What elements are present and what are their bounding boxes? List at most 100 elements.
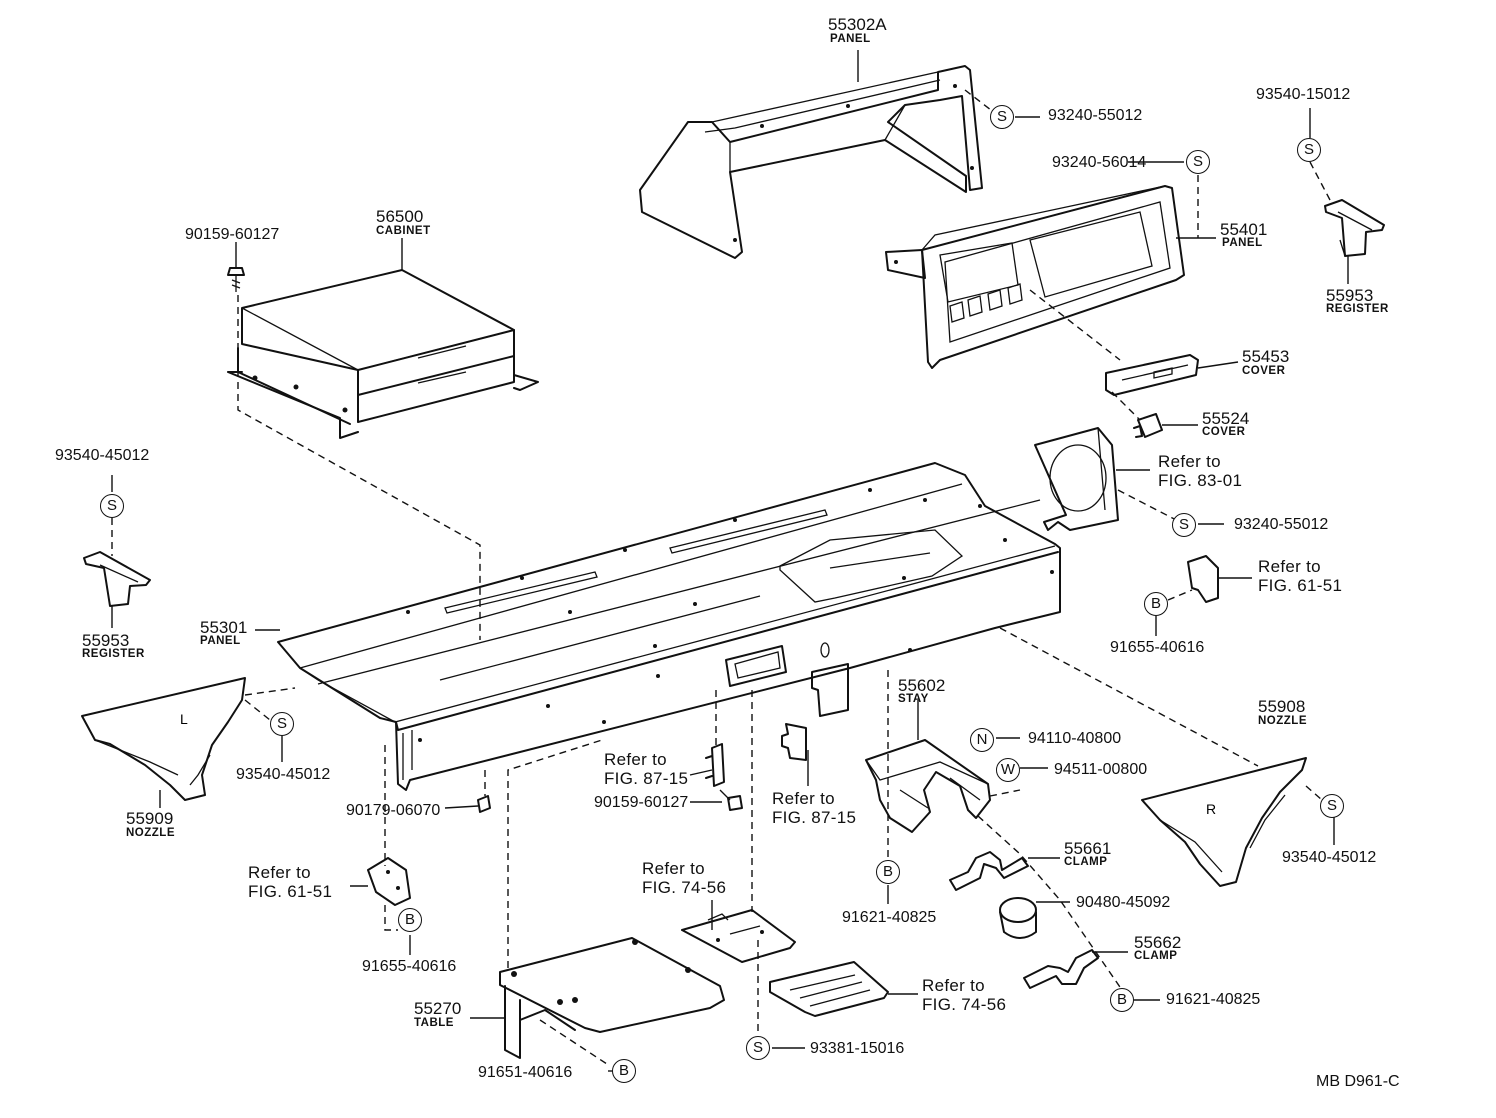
part-number-91651-40616: 91651-40616 xyxy=(478,1064,573,1081)
part-55270-table-drawing xyxy=(499,937,725,1059)
assembly-dashed-lines xyxy=(111,89,1331,1067)
refer-to-label-61-51-right: Refer to xyxy=(1258,557,1321,576)
part-number-91621-40825-b: 91621-40825 xyxy=(1166,991,1261,1008)
figure-ref-74-56-a[interactable]: FIG. 74-56 xyxy=(642,878,727,897)
refer-to-label-74-56-b: Refer to xyxy=(922,976,985,995)
part-name-55401: PANEL xyxy=(1222,237,1263,249)
part-number-94511-00800: 94511-00800 xyxy=(1054,761,1148,778)
symbol-b-91621-40825-b: B xyxy=(1110,988,1134,1012)
symbol-s-93540-15012: S xyxy=(1297,138,1321,162)
leader-lines xyxy=(111,50,1349,1072)
part-number-55953-right: 55953 xyxy=(1326,286,1374,305)
symbol-s-93240-55012-top: S xyxy=(990,105,1014,129)
part-number-93240-55012-mid: 93240-55012 xyxy=(1234,516,1329,533)
part-number-55662: 55662 xyxy=(1134,933,1182,952)
part-number-93540-45012-right: 93540-45012 xyxy=(1282,849,1377,866)
part-number-55661: 55661 xyxy=(1064,839,1112,858)
part-number-93240-55012-top: 93240-55012 xyxy=(1048,107,1143,124)
part-number-55302a: 55302A xyxy=(828,15,887,34)
part-number-55401: 55401 xyxy=(1220,220,1268,239)
plate-fig-74-56-upper-drawing xyxy=(681,909,796,963)
speaker-bracket-drawing xyxy=(1034,427,1119,531)
figure-ref-61-51-left[interactable]: FIG. 61-51 xyxy=(248,882,333,901)
tray-fig-74-56-lower-drawing xyxy=(769,961,889,1017)
part-number-55301: 55301 xyxy=(200,618,248,637)
refer-to-label-83-01: Refer to xyxy=(1158,452,1221,471)
part-number-55524: 55524 xyxy=(1202,409,1250,428)
refer-to-label-74-56-a: Refer to xyxy=(642,859,705,878)
part-name-55302a: PANEL xyxy=(830,33,871,45)
part-55602-stay-drawing xyxy=(865,739,991,833)
part-55909-nozzle-left-drawing: L xyxy=(81,677,246,801)
part-name-55524: COVER xyxy=(1202,426,1246,438)
bracket-fig-61-51-left-drawing xyxy=(367,857,411,906)
screw-90159-60127-mid-drawing xyxy=(719,789,743,811)
symbol-s-93540-45012-right: S xyxy=(1320,794,1344,818)
part-number-91621-40825-a: 91621-40825 xyxy=(842,909,937,926)
symbol-s-93540-45012-top-left: S xyxy=(100,494,124,518)
part-number-55602: 55602 xyxy=(898,676,946,695)
part-name-55908: NOZZLE xyxy=(1258,715,1307,727)
part-56500-cabinet-drawing xyxy=(227,269,539,439)
bracket-fig-61-51-right-drawing xyxy=(1187,555,1219,603)
part-name-55602: STAY xyxy=(898,693,929,705)
part-55661-clamp-drawing xyxy=(949,851,1029,891)
part-name-55953-right: REGISTER xyxy=(1326,303,1389,315)
figure-ref-74-56-b[interactable]: FIG. 74-56 xyxy=(922,995,1007,1014)
part-number-91655-40616-left: 91655-40616 xyxy=(362,958,457,975)
part-name-55662: CLAMP xyxy=(1134,950,1178,962)
symbol-w-94511-00800: W xyxy=(996,758,1020,782)
part-number-55953-left: 55953 xyxy=(82,631,130,650)
part-number-90159-60127-mid: 90159-60127 xyxy=(594,794,689,811)
part-number-93540-45012-top-left: 93540-45012 xyxy=(55,447,150,464)
figure-ref-61-51-right[interactable]: FIG. 61-51 xyxy=(1258,576,1343,595)
part-number-93540-15012: 93540-15012 xyxy=(1256,86,1351,103)
part-name-55661: CLAMP xyxy=(1064,856,1108,868)
part-55453-cover-drawing xyxy=(1105,354,1199,396)
part-number-90179-06070: 90179-06070 xyxy=(346,802,441,819)
part-55524-cover-drawing xyxy=(1133,413,1163,438)
part-55953-register-left-drawing xyxy=(83,551,151,607)
figure-ref-87-15-b[interactable]: FIG. 87-15 xyxy=(772,808,857,827)
part-55908-nozzle-right-drawing: R xyxy=(1141,757,1307,887)
part-number-90480-45092: 90480-45092 xyxy=(1076,894,1171,911)
symbol-s-93240-56014: S xyxy=(1186,150,1210,174)
part-55302a-panel-drawing xyxy=(639,65,983,259)
part-name-55270: TABLE xyxy=(414,1017,454,1029)
figure-code: MB D961-C xyxy=(1316,1073,1400,1090)
symbol-n-94110-40800: N xyxy=(970,728,994,752)
part-number-55270: 55270 xyxy=(414,999,462,1018)
part-number-90159-60127-top: 90159-60127 xyxy=(185,226,280,243)
part-number-55908: 55908 xyxy=(1258,697,1306,716)
screw-90159-60127-top-drawing xyxy=(227,267,245,292)
part-number-56500: 56500 xyxy=(376,207,424,226)
part-name-55953-left: REGISTER xyxy=(82,648,145,660)
part-number-93240-56014: 93240-56014 xyxy=(1052,154,1147,171)
symbol-b-91621-40825-a: B xyxy=(876,860,900,884)
figure-ref-83-01[interactable]: FIG. 83-01 xyxy=(1158,471,1243,490)
part-name-56500: CABINET xyxy=(376,225,431,237)
bracket-fig-87-15-b-drawing xyxy=(781,723,807,761)
bracket-fig-87-15-a-drawing xyxy=(705,743,725,787)
part-number-93540-45012-left: 93540-45012 xyxy=(236,766,331,783)
part-55401-panel-drawing xyxy=(885,185,1185,369)
grommet-90480-45092-drawing xyxy=(999,897,1037,939)
part-55662-clamp-drawing xyxy=(1023,949,1099,989)
part-number-91655-40616-right: 91655-40616 xyxy=(1110,639,1205,656)
symbol-b-91655-40616-right: B xyxy=(1144,592,1168,616)
nozzle-mark-left: L xyxy=(180,711,188,727)
part-55301-panel-drawing xyxy=(277,462,1061,791)
refer-to-label-87-15-a: Refer to xyxy=(604,750,667,769)
part-name-55909: NOZZLE xyxy=(126,827,175,839)
symbol-b-91655-40616-left: B xyxy=(398,908,422,932)
nozzle-mark-right: R xyxy=(1206,801,1216,817)
symbol-s-93381-15016: S xyxy=(746,1036,770,1060)
part-name-55453: COVER xyxy=(1242,365,1286,377)
part-number-55453: 55453 xyxy=(1242,347,1290,366)
part-name-55301: PANEL xyxy=(200,635,241,647)
symbol-s-93240-55012-mid: S xyxy=(1172,513,1196,537)
part-number-93381-15016: 93381-15016 xyxy=(810,1040,905,1057)
refer-to-label-61-51-left: Refer to xyxy=(248,863,311,882)
figure-ref-87-15-a[interactable]: FIG. 87-15 xyxy=(604,769,689,788)
symbol-s-93540-45012-left: S xyxy=(270,712,294,736)
